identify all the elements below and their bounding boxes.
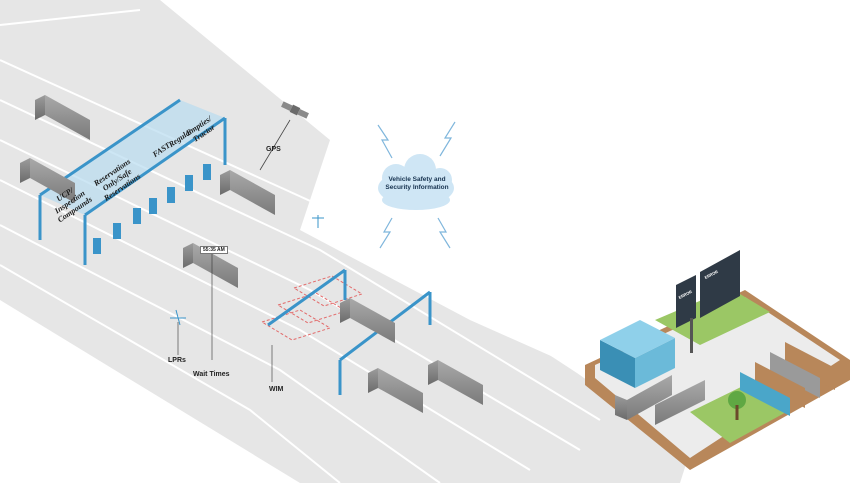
building-roof [600, 320, 675, 358]
cloud-label: Vehicle Safety and Security Information [385, 176, 449, 191]
building-front [600, 340, 635, 388]
antenna-icon [312, 215, 324, 228]
gps-label: GPS [266, 146, 281, 153]
toll-booths [93, 164, 211, 254]
wait-time-display: 55:35 AM [200, 246, 228, 254]
board-post [690, 318, 693, 353]
satellite-icon [281, 101, 309, 119]
truck [183, 243, 238, 288]
truck [655, 380, 705, 425]
building-side [635, 338, 675, 388]
toll-booth [133, 208, 141, 224]
lightning-icon [439, 121, 456, 157]
wim-pad [260, 309, 332, 341]
tree-icon [728, 391, 746, 409]
toll-booth [113, 223, 121, 239]
wim-pad [292, 275, 364, 307]
wim-pad [276, 292, 348, 324]
lightning-icon [437, 217, 451, 249]
toll-booth [203, 164, 211, 180]
highway-road [0, 0, 700, 483]
lpr-camera-icon [170, 309, 186, 326]
toll-booth [93, 238, 101, 254]
truck [368, 368, 423, 413]
message-board-left [676, 275, 696, 328]
truck [20, 158, 75, 203]
gps-signal-line [259, 119, 291, 171]
parked-trailer [785, 342, 835, 390]
gantry-canopy [40, 100, 225, 215]
wim-label: WIM [269, 386, 284, 393]
tree-trunk [735, 405, 739, 420]
toll-booth [167, 187, 175, 203]
truck [428, 360, 483, 405]
wait-times-label: Wait Times [193, 371, 230, 378]
callout-lines [177, 253, 273, 382]
parked-trailer [770, 352, 820, 398]
truck [220, 170, 275, 215]
lightning-icon [377, 124, 393, 159]
toll-booth [149, 198, 157, 214]
lightning-bolts [377, 121, 456, 249]
truck [340, 298, 395, 343]
grass-patch-top [655, 288, 770, 345]
parked-trailers [740, 342, 835, 416]
trucks [20, 95, 705, 425]
gantry-beam [84, 116, 226, 217]
truck [35, 95, 90, 140]
parked-trailer [755, 362, 805, 408]
cloud-icon [378, 154, 454, 210]
lightning-icon [379, 217, 393, 249]
sensors [170, 215, 324, 326]
truck [615, 375, 672, 420]
message-board-right [700, 250, 740, 318]
lprs-label: LPRs [168, 357, 186, 364]
lower-gantry [267, 268, 347, 327]
wim-pads [260, 275, 364, 341]
parked-trailer [740, 372, 790, 416]
toll-booth [185, 175, 193, 191]
